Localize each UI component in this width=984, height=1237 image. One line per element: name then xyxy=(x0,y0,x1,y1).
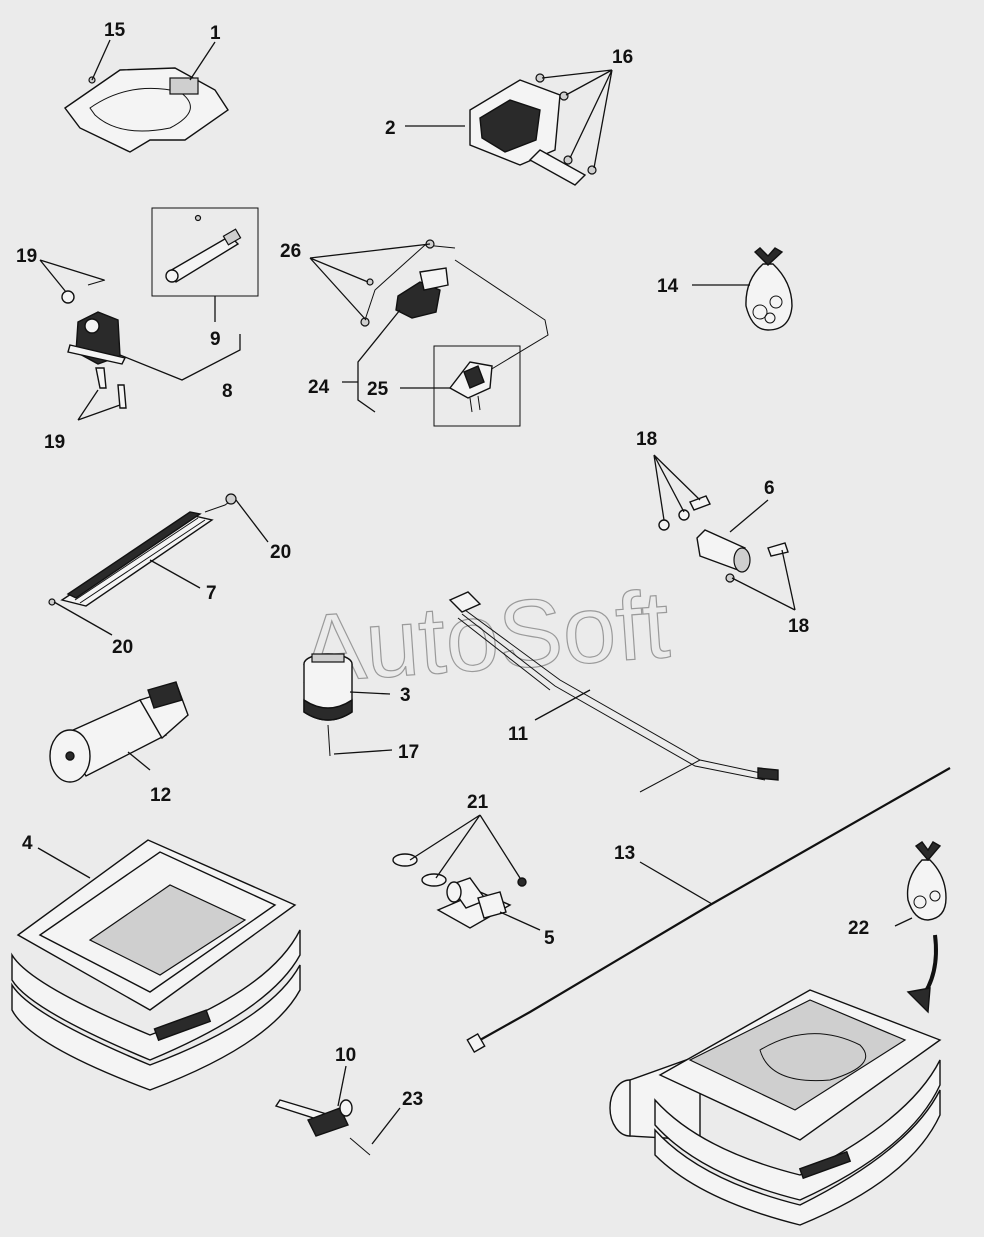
callout-2: 2 xyxy=(385,118,396,139)
callout-12: 12 xyxy=(150,785,171,806)
part-12-motor xyxy=(49,681,189,783)
callout-24: 24 xyxy=(308,377,330,398)
part-21-clamps xyxy=(392,853,527,887)
part-24-cable-assembly xyxy=(360,239,549,371)
callout-19-bottom: 19 xyxy=(44,432,65,453)
callout-11: 11 xyxy=(508,724,529,745)
callout-14: 14 xyxy=(657,276,679,297)
callouts: 15 1 16 2 19 26 14 9 8 24 25 19 18 6 20 … xyxy=(16,20,869,1110)
callout-19-top: 19 xyxy=(16,246,37,267)
callout-17: 17 xyxy=(398,742,419,763)
callout-10: 10 xyxy=(335,1045,356,1066)
callout-25: 25 xyxy=(367,379,389,400)
callout-13: 13 xyxy=(614,843,635,864)
callout-26: 26 xyxy=(280,241,301,262)
callout-21: 21 xyxy=(467,792,489,813)
part-10-switch xyxy=(274,1099,371,1156)
part-7-rail xyxy=(48,493,237,607)
part-9-damper-box xyxy=(151,207,259,297)
part-5-valve xyxy=(436,877,512,929)
callout-5: 5 xyxy=(544,928,555,949)
part-4-bellows xyxy=(11,839,301,1091)
part-11-wiring-harness xyxy=(448,591,779,793)
callout-3: 3 xyxy=(400,685,411,706)
part-14-fastener-bag xyxy=(745,247,793,331)
callout-18-top: 18 xyxy=(636,429,657,450)
part-3-air-spring xyxy=(303,653,353,757)
callout-20-bottom: 20 xyxy=(112,637,133,658)
part-22-fastener-bag xyxy=(906,841,947,1014)
part-1-top-plate xyxy=(64,67,229,153)
part-13-cable xyxy=(466,767,951,1054)
assembled-seat-base xyxy=(609,989,942,1226)
callout-9: 9 xyxy=(210,329,221,350)
part-25-handle-box xyxy=(433,345,521,427)
callout-4: 4 xyxy=(22,833,33,854)
callout-18-bottom: 18 xyxy=(788,616,809,637)
leader-lines xyxy=(37,39,913,1145)
callout-20-top: 20 xyxy=(270,542,291,563)
callout-7: 7 xyxy=(206,583,217,604)
watermark-text: AutoSoft xyxy=(298,571,673,703)
callout-16: 16 xyxy=(612,47,633,68)
callout-23: 23 xyxy=(402,1089,423,1110)
part-8-lever-mechanism xyxy=(61,279,127,409)
callout-6: 6 xyxy=(764,478,775,499)
callout-1: 1 xyxy=(210,23,221,44)
callout-8: 8 xyxy=(222,381,233,402)
part-2-suspension-mechanism xyxy=(469,73,597,186)
callout-15: 15 xyxy=(104,20,126,41)
part-6-actuator xyxy=(658,495,789,583)
callout-22: 22 xyxy=(848,918,869,939)
